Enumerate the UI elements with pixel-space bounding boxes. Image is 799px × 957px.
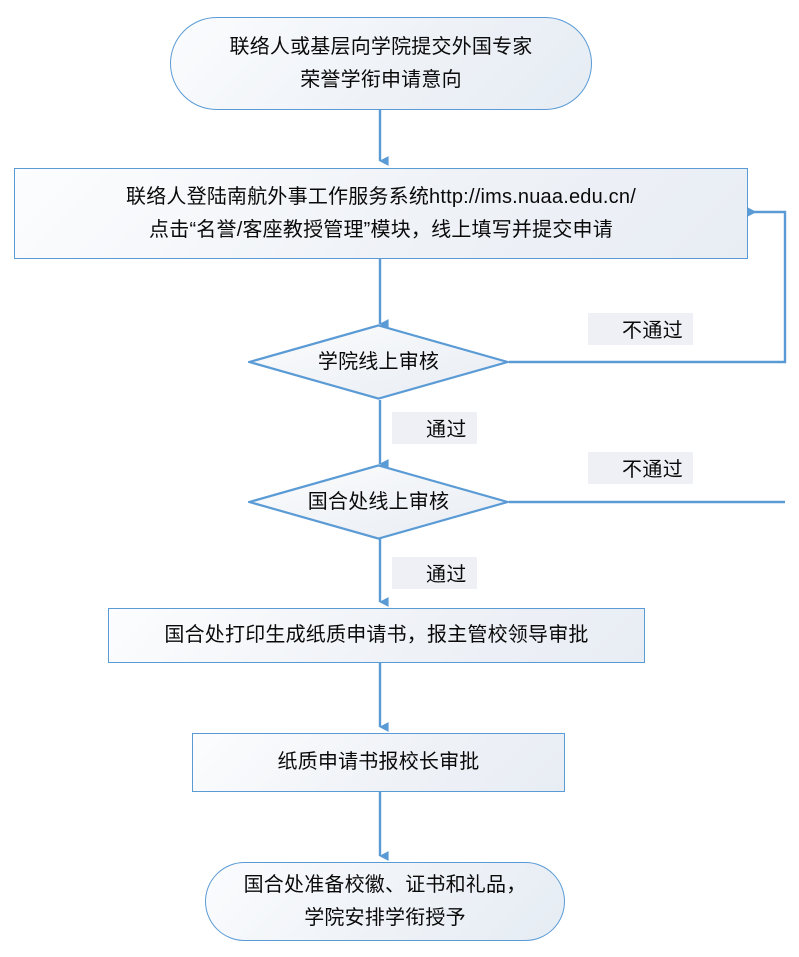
- node-start-label: 联络人或基层向学院提交外国专家 荣誉学衔申请意向: [229, 36, 533, 91]
- edge-label-ghc-reject: 不通过: [588, 452, 694, 484]
- node-president-approval-label: 纸质申请书报校长审批: [277, 751, 480, 774]
- node-start[interactable]: 联络人或基层向学院提交外国专家 荣誉学衔申请意向: [170, 17, 592, 110]
- node-college-online-review[interactable]: 学院线上审核: [248, 324, 509, 400]
- diamond-shape: [248, 464, 509, 540]
- node-ghc-online-review[interactable]: 国合处线上审核: [248, 464, 509, 540]
- edge-label-ghc-pass: 通过: [392, 557, 477, 589]
- node-ghc-online-review-label: 国合处线上审核: [307, 490, 450, 513]
- node-submit-application[interactable]: 联络人登陆南航外事工作服务系统http://ims.nuaa.edu.cn/ 点…: [14, 168, 748, 259]
- node-college-online-review-label: 学院线上审核: [317, 350, 440, 373]
- edge-label-college-reject: 不通过: [588, 313, 694, 345]
- node-president-approval[interactable]: 纸质申请书报校长审批: [192, 733, 565, 792]
- node-end-award-label: 国合处准备校徽、证书和礼品， 学院安排学衔授予: [243, 874, 527, 929]
- diamond-shape: [248, 324, 509, 400]
- node-submit-application-label: 联络人登陆南航外事工作服务系统http://ims.nuaa.edu.cn/ 点…: [126, 186, 636, 241]
- node-print-paper-application-label: 国合处打印生成纸质申请书，报主管校领导审批: [164, 624, 589, 647]
- edge-label-college-pass: 通过: [392, 412, 477, 444]
- node-print-paper-application[interactable]: 国合处打印生成纸质申请书，报主管校领导审批: [108, 608, 645, 663]
- node-end-award[interactable]: 国合处准备校徽、证书和礼品， 学院安排学衔授予: [205, 862, 565, 941]
